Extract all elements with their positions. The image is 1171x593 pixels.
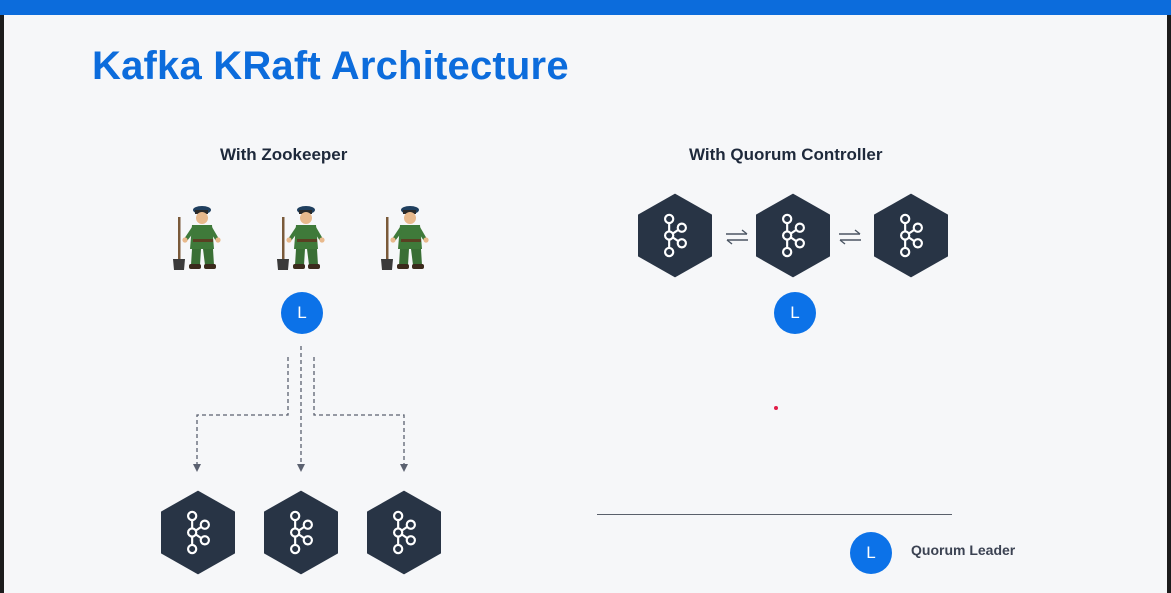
kafka-broker-icon xyxy=(161,490,235,575)
frame-edge-right xyxy=(1167,15,1171,593)
legend-leader-badge: L xyxy=(850,532,892,574)
kafka-controller-icon xyxy=(874,193,948,278)
bidirectional-arrow-icon xyxy=(726,229,748,245)
zookeeper-leader-badge: L xyxy=(281,292,323,334)
top-accent-bar xyxy=(0,0,1171,15)
legend-label: Quorum Leader xyxy=(911,542,1016,558)
kafka-broker-icon xyxy=(367,490,441,575)
bidirectional-arrow-icon xyxy=(839,229,861,245)
kafka-controller-leader-icon xyxy=(756,193,830,278)
quorum-heading: With Quorum Controller xyxy=(689,145,883,164)
zookeeper-heading: With Zookeeper xyxy=(220,145,348,164)
legend-divider xyxy=(597,514,952,515)
pointer-dot xyxy=(774,406,778,410)
frame-edge-left xyxy=(0,15,4,593)
kafka-controller-icon xyxy=(638,193,712,278)
kafka-broker-icon xyxy=(264,490,338,575)
slide-title: Kafka KRaft Architecture xyxy=(92,44,569,88)
quorum-leader-badge: L xyxy=(774,292,816,334)
